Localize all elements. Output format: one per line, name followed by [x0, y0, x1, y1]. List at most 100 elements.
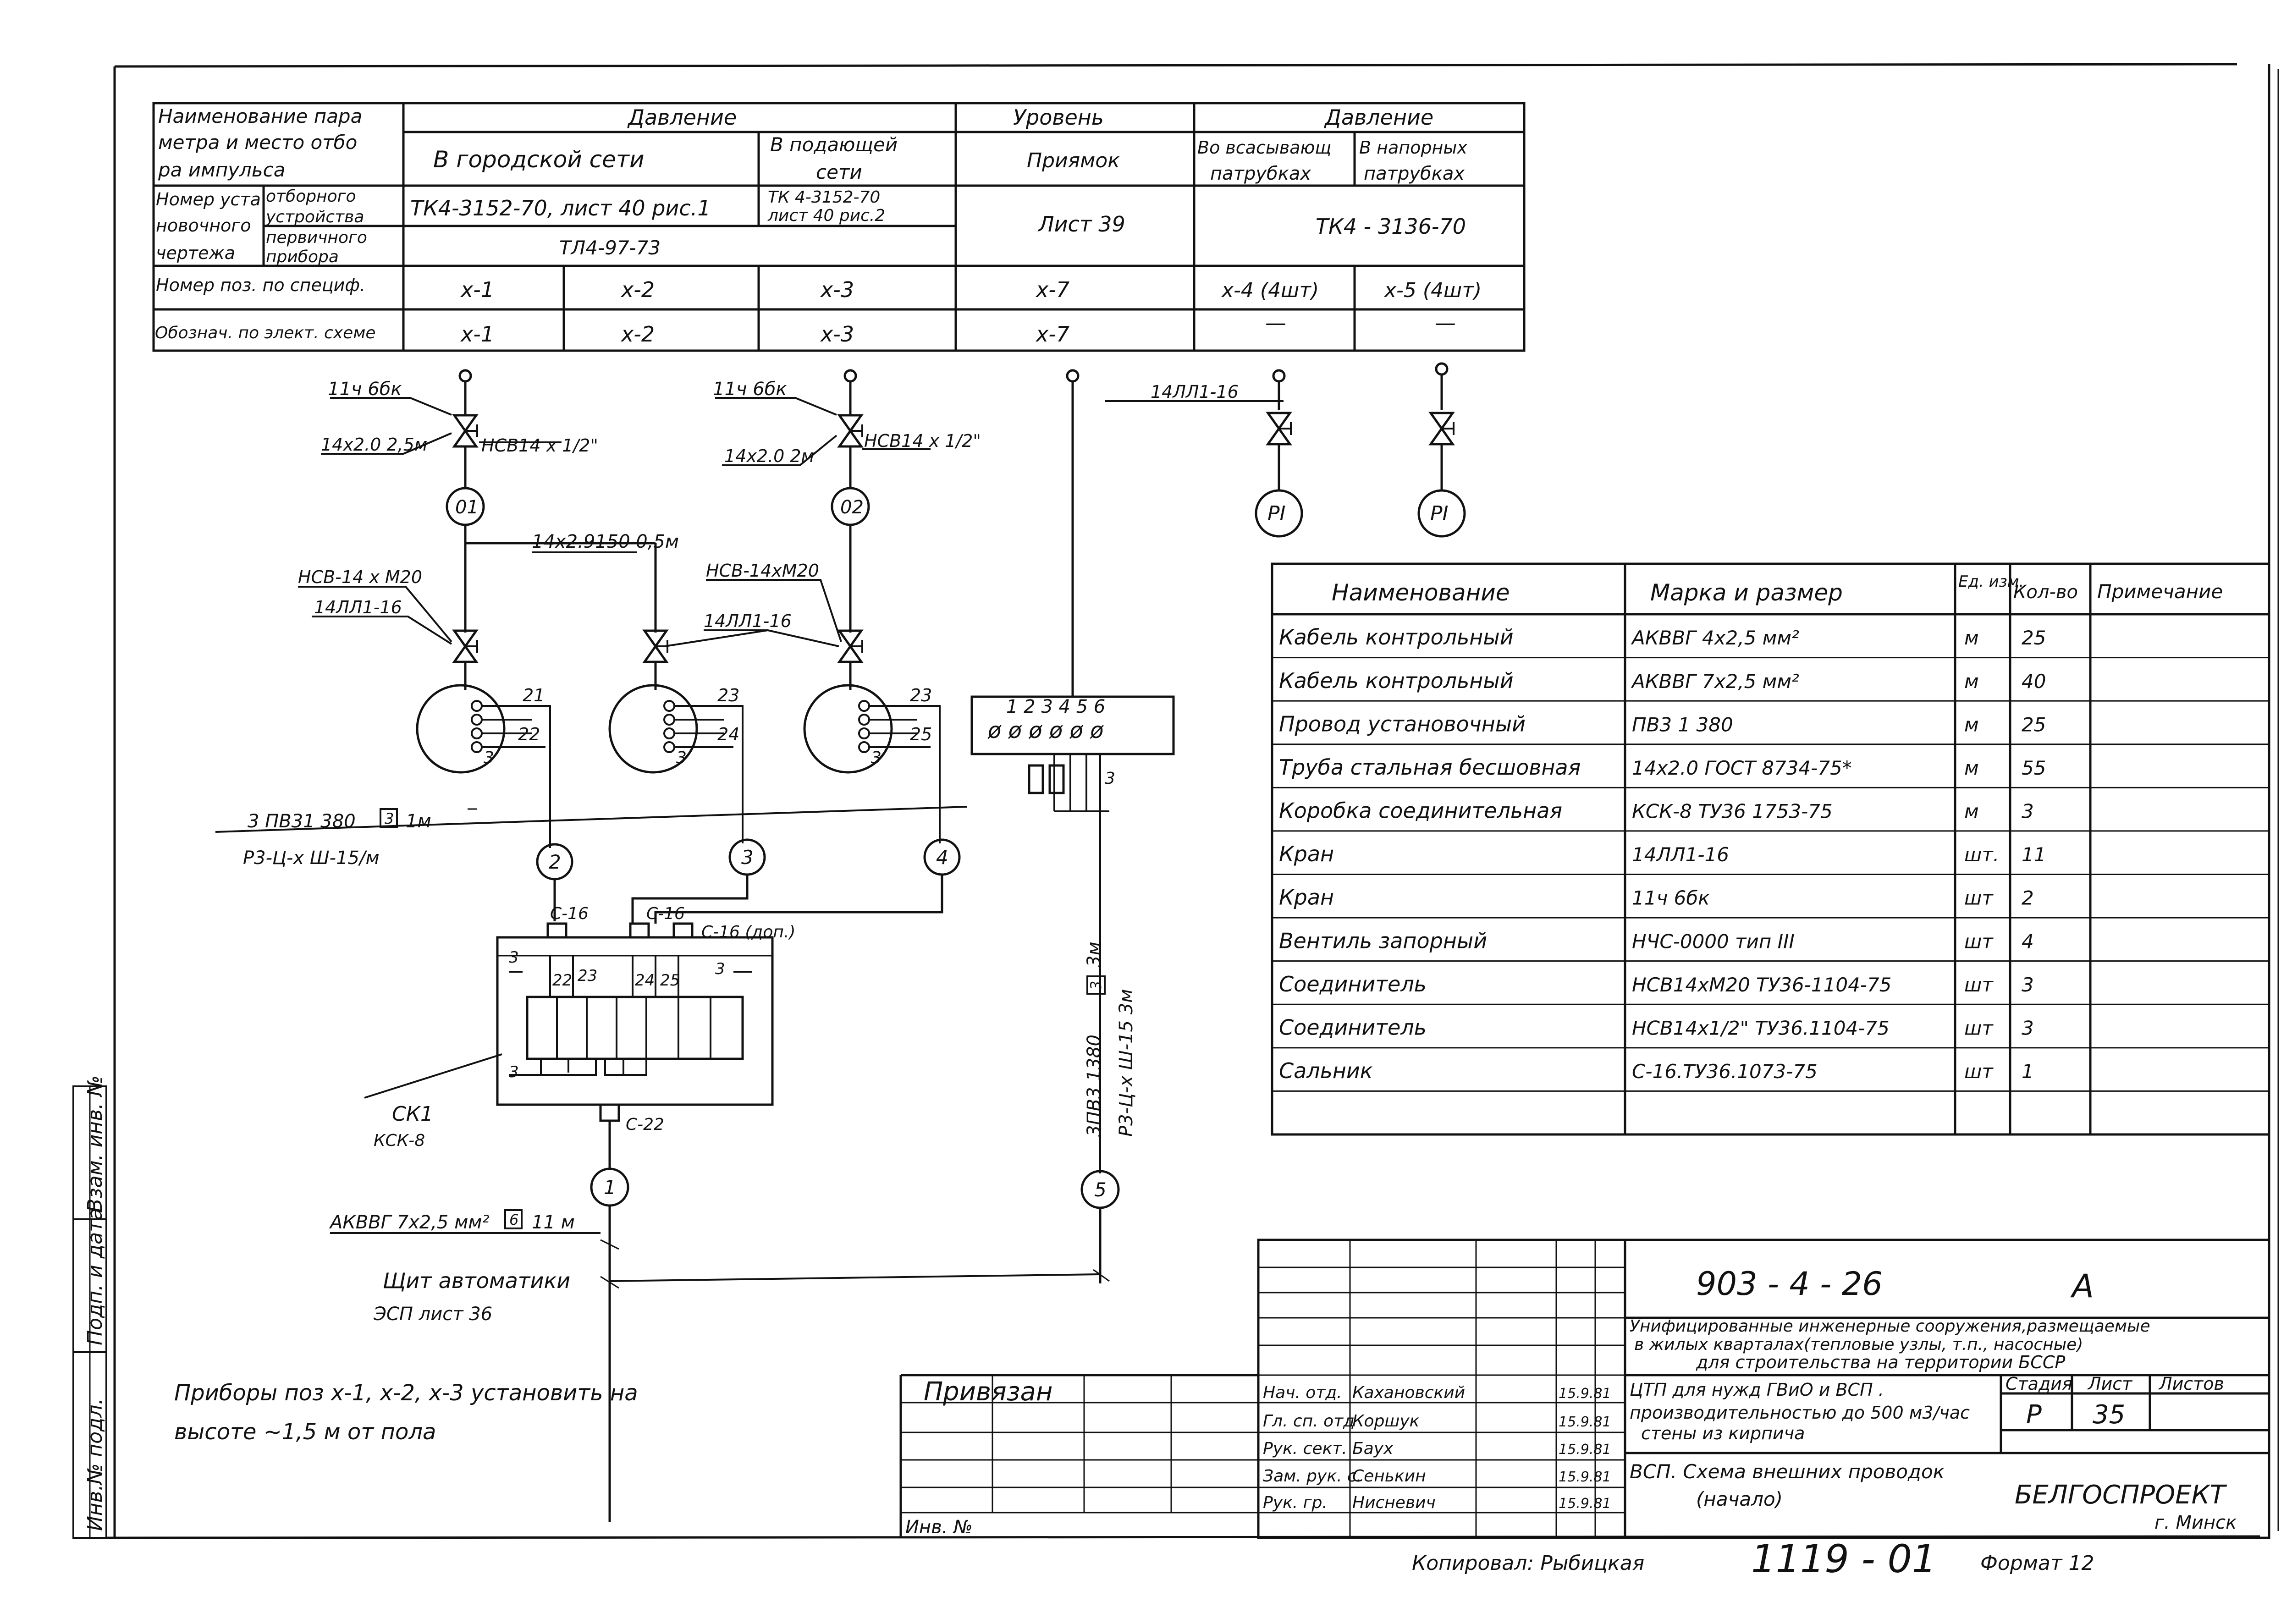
spec-cell: Сальник: [1279, 1058, 1373, 1083]
stamp-role-cell: 15.9.81: [1559, 1414, 1611, 1430]
spec-head-qty: Кол-во: [2013, 582, 2078, 603]
spec-cell: КСК-8 ТУ36 1753-75: [1632, 800, 1833, 823]
stamp-role-cell: Нач. отд.: [1263, 1383, 1342, 1402]
project-code: 903 - 4 - 26: [1696, 1265, 1883, 1303]
pos-x1: х-1: [460, 277, 494, 302]
level-ground: 3: [1105, 769, 1115, 788]
side-label-replace: Взам. инв. №: [83, 1075, 107, 1212]
gland-c16-c: С-16 (доп.): [701, 923, 795, 941]
spec-cell: шт.: [1964, 843, 1999, 866]
spec-head-unit: Ед. изм.: [1958, 573, 2024, 591]
stamp-role-cell: Зам. рук. с.: [1263, 1467, 1361, 1486]
discharge-head-2: патрубках: [1364, 163, 1465, 184]
paper-format: Формат 12: [1980, 1552, 2094, 1575]
sheet-number: 35: [2093, 1400, 2125, 1430]
install-city: ТК4-3152-70, лист 40 рис.1: [410, 196, 711, 220]
stamp-role-cell: Рук. сект.: [1263, 1439, 1347, 1458]
spec-cell: 40: [2022, 670, 2046, 693]
cable-bottom-box-text: 6: [509, 1211, 518, 1228]
spec-cell: 11ч 6бк: [1632, 887, 1710, 909]
spec-cell: НЧС-0000 тип III: [1632, 930, 1795, 952]
spec-cell: 1: [2022, 1060, 2034, 1083]
sheet-title-2: (начало): [1696, 1488, 1783, 1510]
install-row-1: Номер уста: [156, 189, 261, 209]
org-city: г. Минск: [2154, 1512, 2237, 1533]
spec-cell: АКВВГ 7х2,5 мм²: [1631, 670, 1799, 693]
pipe-link-label: 14х2.9150 0,5м: [532, 531, 679, 552]
project-desc-3: для строительства на территории БССР: [1696, 1352, 2065, 1372]
stamp-role-cell: Коршук: [1352, 1412, 1420, 1431]
stamp-role-cell: 15.9.81: [1559, 1496, 1611, 1512]
install-row-2: новочного: [156, 215, 251, 236]
install-note-1: Приборы поз х-1, х-2, х-3 установить на: [174, 1380, 638, 1406]
term-23: 23: [578, 967, 597, 985]
valve-mid-label: 11ч 6бк: [713, 379, 787, 400]
vert-cable-label-2: Р3-Ц-х Ш-15 3м: [1116, 989, 1137, 1137]
pos-x7: х-7: [1035, 277, 1069, 302]
panel-label: Щит автоматики: [383, 1268, 570, 1293]
project-desc-1: Унифицированные инженерные сооружения,ра…: [1630, 1317, 2150, 1336]
spec-cell: 25: [2022, 713, 2046, 736]
panel-ref: ЭСП лист 36: [373, 1304, 492, 1325]
supply-head-2: сети: [816, 161, 862, 183]
pos-x3: х-3: [820, 277, 854, 302]
vert-cable-label-1: 3ПВ3 1380: [1084, 1035, 1105, 1137]
sheet-heading-2: производительностью до 500 м3/час: [1630, 1403, 1970, 1423]
sym-x2: х-2: [620, 322, 655, 347]
vert-cable-box: [1086, 975, 1106, 995]
pos-x5: х-5 (4шт): [1383, 279, 1482, 302]
box-ground-1: 3: [509, 948, 519, 967]
terminal-numbers: 1 2 3 4 5 6: [1006, 696, 1105, 717]
spec-cell: шт: [1964, 930, 1994, 952]
side-label-inv: Инв.№ подл.: [83, 1398, 107, 1531]
spec-cell: шт: [1964, 887, 1994, 909]
valve-b-label: 14ЛЛ1-16: [704, 611, 792, 631]
stamp-role-cell: Нисневич: [1352, 1493, 1436, 1512]
drawing-number: 1119 - 01: [1751, 1536, 1936, 1581]
gland-c16-b: С-16: [646, 904, 685, 923]
node-2: 2: [549, 851, 561, 873]
node-5: 5: [1094, 1178, 1107, 1201]
spec-cell: 55: [2022, 757, 2046, 779]
spec-head-name: Наименование: [1332, 579, 1510, 606]
specification-table: Наименование Марка и размер Ед. изм. Кол…: [1271, 562, 2270, 1136]
sym-x5: —: [1435, 310, 1456, 335]
node-4: 4: [936, 846, 948, 869]
spec-cell: 3: [2022, 800, 2034, 823]
box-ck1: СК1: [392, 1102, 433, 1126]
tied-label: Привязан: [924, 1377, 1052, 1407]
install-sub2-2: прибора: [266, 248, 339, 266]
term-22: 22: [552, 971, 572, 990]
node-3: 3: [741, 846, 754, 869]
cable-bottom-label: АКВВГ 7х2,5 мм²: [329, 1212, 489, 1233]
spec-cell: 14х2.0 ГОСТ 8734-75*: [1632, 757, 1852, 779]
pit-head: Приямок: [1027, 149, 1120, 172]
sheet-heading-3: стены из кирпича: [1641, 1423, 1805, 1443]
spec-cell: м: [1964, 800, 1979, 823]
parameter-table: Наименование пара метра и место отбо ра …: [152, 102, 1526, 352]
box-ground-3: 3: [715, 960, 725, 978]
spec-cell: Провод установочный: [1279, 711, 1526, 736]
spec-cell: Кабель контрольный: [1279, 625, 1514, 650]
inv-label: Инв. №: [905, 1517, 973, 1538]
device-01-label: 01: [455, 497, 479, 518]
cable-label-1: 3 ПВ31 380: [248, 811, 356, 832]
ground-mark-1: 3: [484, 749, 494, 767]
box-ground-2: 3: [509, 1063, 519, 1081]
ground-mark-3: 3: [871, 749, 882, 767]
num-21: 21: [523, 685, 545, 705]
side-label-sign: Подп. и дата: [83, 1208, 107, 1345]
stage-label: Стадия: [2006, 1374, 2072, 1394]
spec-cell: 3: [2022, 974, 2034, 996]
install-pump: ТК4 - 3136-70: [1316, 214, 1466, 239]
install-level: Лист 39: [1037, 212, 1125, 237]
install-row-3: чертежа: [156, 243, 235, 263]
sheet-heading-1: ЦТП для нужд ГВиО и ВСП .: [1630, 1380, 1884, 1400]
sheet-label: Лист: [2087, 1374, 2133, 1394]
sym-row-label: Обознач. по элект. схеме: [155, 324, 376, 342]
param-head-line2: метра и место отбо: [158, 131, 357, 154]
pipe-left-label: 14х2.0 2,5м: [321, 435, 427, 455]
discharge-head-1: В напорных: [1359, 138, 1467, 158]
